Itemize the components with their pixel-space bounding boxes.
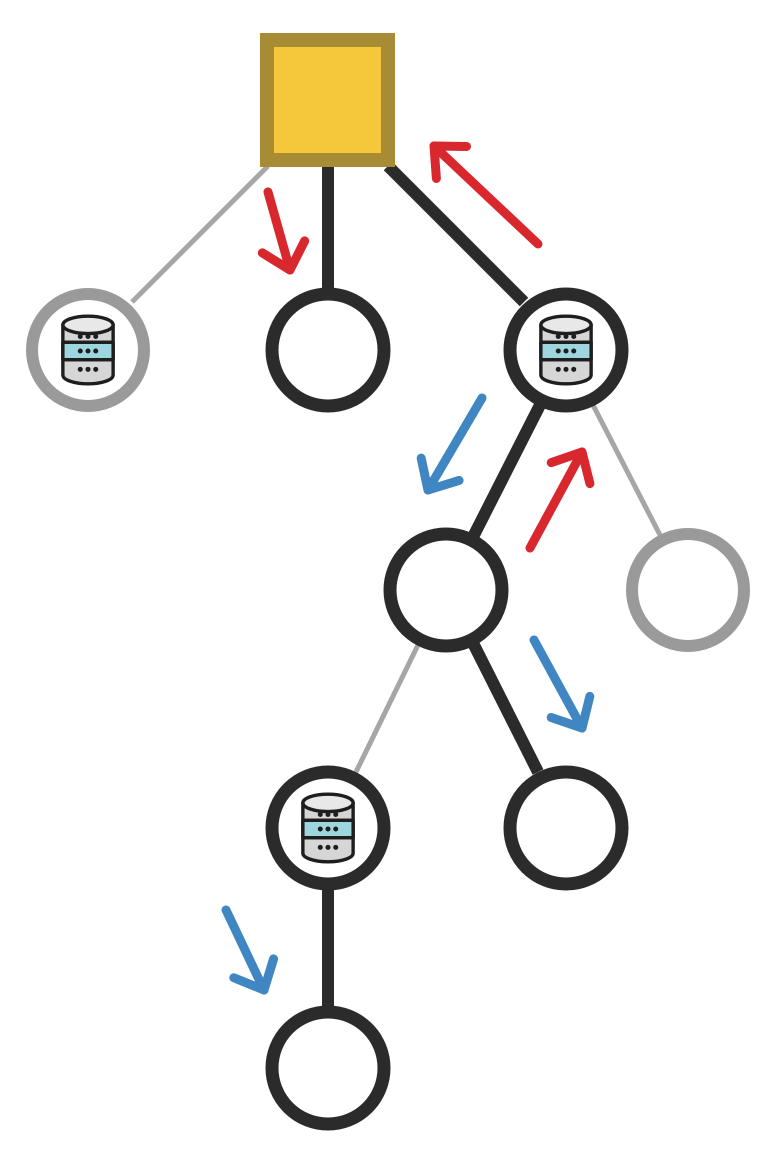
node-n7: [503, 765, 629, 891]
edge-n3-n4: [468, 402, 546, 538]
database-icon: [539, 314, 593, 386]
node-n2: [265, 287, 391, 413]
node-n4: [383, 527, 509, 653]
node-n1: [26, 288, 150, 412]
database-icon: [61, 314, 115, 386]
blue-arrow-down-icon: [221, 905, 279, 995]
edges: [130, 161, 663, 1010]
blue-arrow-down-icon: [529, 635, 595, 733]
red-arrow-down-icon: [257, 187, 310, 275]
blue-arrow-down-icon: [416, 393, 487, 495]
arrows: [221, 141, 595, 995]
edge-n4-n6: [353, 643, 421, 774]
node-n3: [503, 287, 629, 413]
red-arrow-up-icon: [429, 141, 543, 249]
database-icon: [301, 792, 355, 864]
red-arrow-up-icon: [525, 447, 595, 553]
node-n5: [626, 528, 750, 652]
edge-n3-n5: [590, 403, 663, 537]
node-n6: [265, 765, 391, 891]
node-n8: [265, 1005, 391, 1131]
edge-root-n3: [383, 161, 529, 307]
edge-n4-n7: [468, 642, 544, 775]
edge-root-n1: [130, 164, 270, 304]
root-node: [260, 33, 395, 167]
